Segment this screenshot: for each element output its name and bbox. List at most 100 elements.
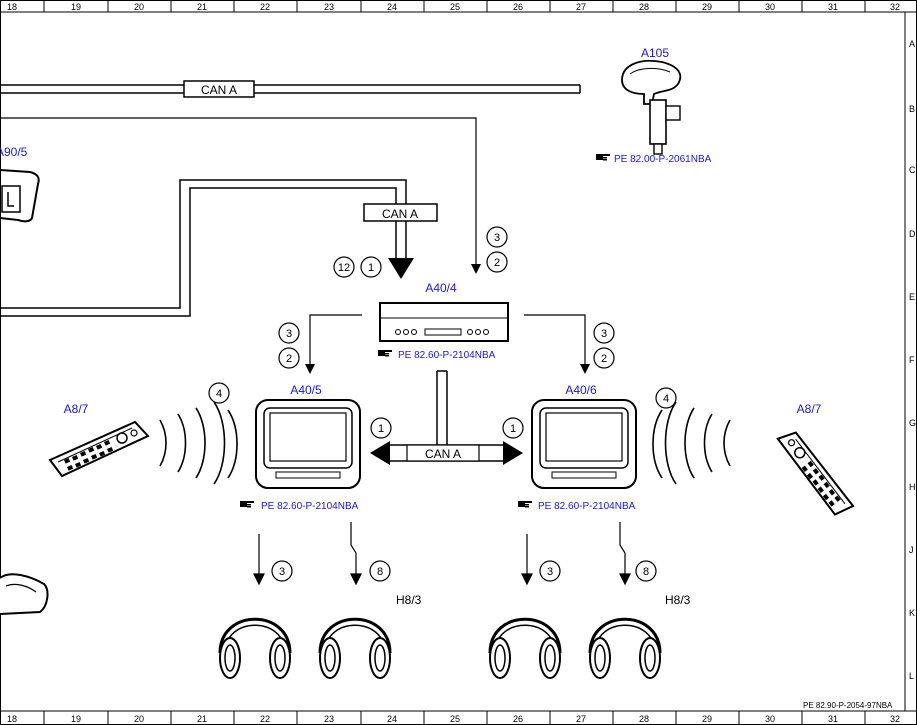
grid-column-label: 31 — [828, 714, 838, 724]
reference-hand-icon — [596, 154, 610, 161]
label-h8-3-right: H8/3 — [665, 593, 691, 607]
grid-row-label: F — [909, 355, 915, 365]
grid-column-label: 24 — [387, 714, 397, 724]
number-circle-label: 1 — [368, 262, 374, 274]
number-circle-label: 3 — [494, 232, 500, 244]
grid-column-label: 32 — [890, 714, 900, 724]
ref-a40-5[interactable]: PE 82.60-P-2104NBA — [261, 501, 359, 512]
number-circle — [635, 560, 657, 582]
grid-row-label: E — [909, 292, 915, 302]
number-circle — [502, 417, 524, 439]
grid-column-label: 18 — [7, 714, 17, 724]
grid-column-label: 19 — [71, 714, 81, 724]
label-a40-4: A40/4 — [425, 281, 457, 295]
wire-a40-4-to-a40-5 — [305, 314, 362, 374]
grid-column-label: 30 — [765, 714, 775, 724]
number-circle — [486, 251, 508, 273]
grid-column-label: 24 — [387, 2, 397, 12]
grid-row-label: H — [909, 482, 916, 492]
grid-column-label: 18 — [7, 2, 17, 12]
wire-a105-to-a40-4 — [0, 117, 481, 274]
grid-rows: A B C D E F G H J K L — [909, 39, 916, 681]
wire-to-headphones-left — [253, 522, 362, 586]
grid-row-label: L — [909, 671, 914, 681]
ref-a40-6[interactable]: PE 82.60-P-2104NBA — [538, 501, 636, 512]
grid-column-label: 20 — [134, 2, 144, 12]
grid-row-label: K — [909, 608, 915, 618]
a40-4-dvd-player-icon — [379, 302, 509, 342]
headphones-icon — [488, 617, 562, 680]
grid-column-label: 25 — [450, 714, 460, 724]
document-reference: PE 82.90-P-2054-97NBA — [803, 701, 893, 710]
a40-6-monitor-icon — [531, 399, 637, 489]
wire-a90-to-a40-4: CAN A — [0, 179, 438, 317]
can-bus-top: CAN A — [0, 80, 581, 98]
grid-row-label: A — [909, 39, 915, 49]
label-h8-3-left: H8/3 — [396, 593, 422, 607]
grid-row-label: B — [909, 104, 915, 114]
a8-7-remote-right-icon — [757, 425, 872, 522]
label-a40-5: A40/5 — [290, 383, 322, 397]
number-circle — [655, 387, 677, 409]
grid-column-label: 30 — [765, 2, 775, 12]
wire-to-headphones-right — [521, 522, 631, 586]
number-circle-label: 4 — [216, 388, 222, 400]
grid-column-label: 27 — [576, 2, 586, 12]
grid-column-label: 22 — [260, 2, 270, 12]
number-circle — [369, 560, 391, 582]
number-circle-label: 3 — [279, 566, 285, 578]
grid-column-label: 19 — [71, 2, 81, 12]
number-circle-label: 2 — [286, 353, 292, 365]
label-a8-7-right: A8/7 — [797, 402, 822, 416]
grid-row-label: D — [909, 229, 916, 239]
number-circle-label: 8 — [643, 566, 649, 578]
label-a90-5: A90/5 — [0, 145, 28, 159]
number-circle — [360, 256, 382, 278]
can-label-top: CAN A — [201, 83, 237, 97]
a40-5-monitor-icon — [255, 399, 361, 489]
number-circle — [208, 382, 230, 404]
ref-a40-4[interactable]: PE 82.60-P-2104NBA — [398, 350, 496, 361]
a105-selector-lever-icon — [621, 59, 682, 155]
grid-column-label: 22 — [260, 714, 270, 724]
grid-column-label: 26 — [513, 714, 523, 724]
grid-column-label: 25 — [450, 2, 460, 12]
reference-hand-icon — [378, 350, 392, 357]
grid-column-label: 29 — [702, 2, 712, 12]
number-circle-label: 4 — [663, 393, 669, 405]
number-circle — [333, 256, 355, 278]
grid-column-label: 28 — [639, 2, 649, 12]
label-a8-7-left: A8/7 — [64, 402, 89, 416]
partial-component-icon — [0, 573, 49, 615]
ref-a105[interactable]: PE 82.00-P-2061NBA — [614, 154, 712, 165]
grid-column-label: 32 — [890, 2, 900, 12]
grid-column-label: 21 — [197, 2, 207, 12]
headphones-icon — [218, 617, 292, 680]
number-circle-label: 3 — [601, 328, 607, 340]
reference-hand-icon — [518, 501, 532, 508]
number-circle — [271, 560, 293, 582]
number-circle-label: 2 — [494, 257, 500, 269]
grid-column-label: 27 — [576, 714, 586, 724]
number-circle — [486, 226, 508, 248]
number-circle — [278, 322, 300, 344]
label-a40-6: A40/6 — [565, 383, 597, 397]
number-circle-label: 8 — [377, 566, 383, 578]
grid-column-label: 26 — [513, 2, 523, 12]
grid-row-label: C — [909, 165, 916, 175]
grid-row-label: G — [909, 418, 916, 428]
wire-a40-4-to-a40-6 — [524, 314, 590, 374]
grid-row-label: J — [909, 545, 914, 555]
number-circle — [593, 322, 615, 344]
number-circle — [539, 560, 561, 582]
headphones-icon — [318, 617, 392, 680]
label-a105: A105 — [641, 46, 669, 60]
number-circle — [370, 417, 392, 439]
grid-column-label: 21 — [197, 714, 207, 724]
ir-waves-right-icon — [652, 401, 731, 485]
grid-column-label: 31 — [828, 2, 838, 12]
a90-5-control-unit-icon — [0, 168, 40, 223]
can-label-mid: CAN A — [382, 207, 418, 221]
